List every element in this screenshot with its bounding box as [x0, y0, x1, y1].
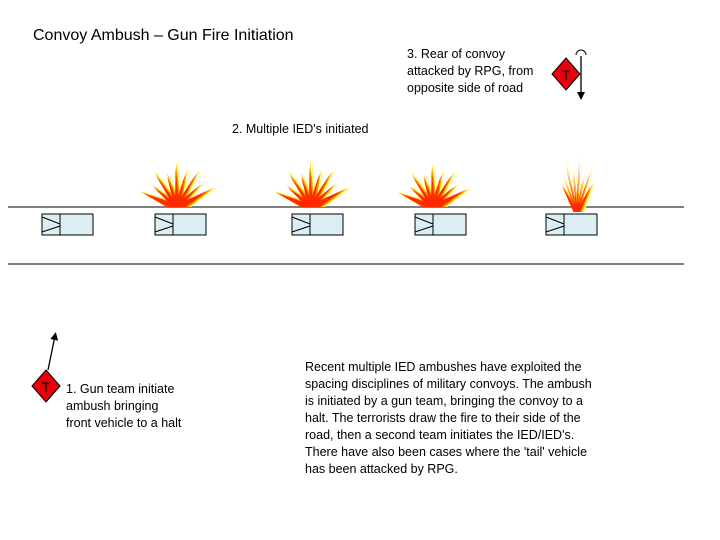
- description-line: There have also been cases where the 'ta…: [305, 445, 588, 459]
- gun-team-label-line: front vehicle to a halt: [66, 416, 182, 430]
- description-text: Recent multiple IED ambushes have exploi…: [305, 359, 592, 478]
- description-line: spacing disciplines of military convoys.…: [305, 377, 592, 391]
- rpg-fire-arrow: [575, 49, 587, 100]
- gun-team-label-line: 1. Gun team initiate: [66, 382, 175, 396]
- gun-team-marker: T: [31, 369, 61, 403]
- gun-team-label: 1. Gun team initiate ambush bringing fro…: [66, 381, 181, 432]
- convoy-vehicle-4: [414, 213, 467, 236]
- description-line: Recent multiple IED ambushes have exploi…: [305, 360, 582, 374]
- description-line: has been attacked by RPG.: [305, 462, 458, 476]
- rpg-team-letter: T: [562, 67, 571, 83]
- ied-blast-1: [139, 159, 219, 207]
- description-line: halt. The terrorists draw the fire to th…: [305, 411, 581, 425]
- description-line: road, then a second team initiates the I…: [305, 428, 575, 442]
- rpg-blast-tail: [561, 154, 597, 212]
- rpg-team-diamond: [551, 57, 581, 91]
- rear-attack-label-line: attacked by RPG, from: [407, 64, 534, 78]
- ied-blast-2: [273, 159, 353, 207]
- gun-team-label-line: ambush bringing: [66, 399, 159, 413]
- rear-attack-label: 3. Rear of convoy attacked by RPG, from …: [407, 46, 533, 97]
- ied-label: 2. Multiple IED's initiated: [232, 122, 369, 136]
- rear-attack-label-line: 3. Rear of convoy: [407, 47, 505, 61]
- rpg-team-marker: T: [551, 57, 581, 91]
- gun-team-fire-arrow: [47, 332, 59, 371]
- gun-team-diamond: [31, 369, 61, 403]
- convoy-vehicle-1: [41, 213, 94, 236]
- convoy-vehicle-2: [154, 213, 207, 236]
- rear-attack-label-line: opposite side of road: [407, 81, 524, 95]
- description-line: is initiated by a gun team, bringing the…: [305, 394, 583, 408]
- ied-blast-3: [397, 161, 473, 207]
- diagram-title: Convoy Ambush – Gun Fire Initiation: [33, 27, 294, 44]
- convoy-vehicle-5: [545, 213, 598, 236]
- convoy-vehicle-3: [291, 213, 344, 236]
- gun-team-letter: T: [42, 379, 51, 395]
